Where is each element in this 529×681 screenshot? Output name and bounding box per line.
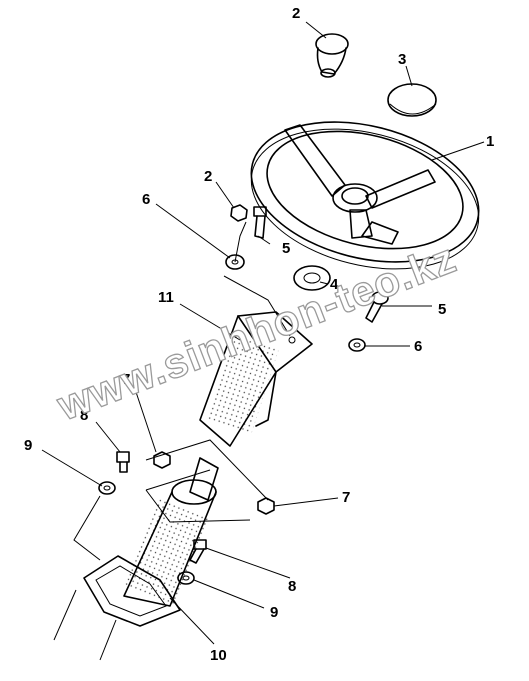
callout-leaders (41, 21, 485, 645)
callout-9-left: 9 (24, 437, 32, 454)
washer-lower-left (98, 481, 116, 495)
nut-left (153, 451, 171, 469)
callout-6-left: 6 (142, 191, 150, 208)
steering-wheel (250, 121, 480, 270)
callout-11: 11 (158, 289, 174, 306)
callout-3: 3 (398, 51, 406, 68)
callout-8-left: 8 (80, 407, 88, 424)
bolt-upper-left (253, 206, 267, 239)
washer-lower-right (177, 571, 195, 585)
callout-labels: 1 2 2 3 4 5 5 6 6 7 7 8 8 9 9 10 11 (24, 5, 494, 664)
upper-bracket (199, 311, 313, 447)
nut (230, 204, 248, 222)
nut-right (257, 497, 275, 515)
callout-4: 4 (330, 276, 339, 293)
center-cap (387, 83, 437, 117)
callout-6-right: 6 (414, 338, 422, 355)
bolt-upper-right (365, 291, 389, 323)
bolt-lower-left (116, 451, 130, 473)
callout-5-right: 5 (438, 301, 446, 318)
callout-2-left: 2 (204, 168, 212, 185)
bolt-lower-right (189, 539, 207, 564)
washer-upper-right (348, 338, 366, 352)
horn-button (315, 33, 349, 78)
callout-1: 1 (486, 133, 494, 150)
spring-washer (293, 265, 331, 291)
callout-8-right: 8 (288, 578, 296, 595)
callout-10: 10 (210, 647, 227, 664)
callout-7-right: 7 (342, 489, 350, 506)
steering-column (83, 457, 219, 627)
callout-7-left: 7 (122, 371, 130, 388)
callout-2-top: 2 (292, 5, 300, 22)
callout-9-right: 9 (270, 604, 278, 621)
callout-5-left: 5 (282, 240, 290, 257)
assembly-lines (53, 221, 291, 661)
